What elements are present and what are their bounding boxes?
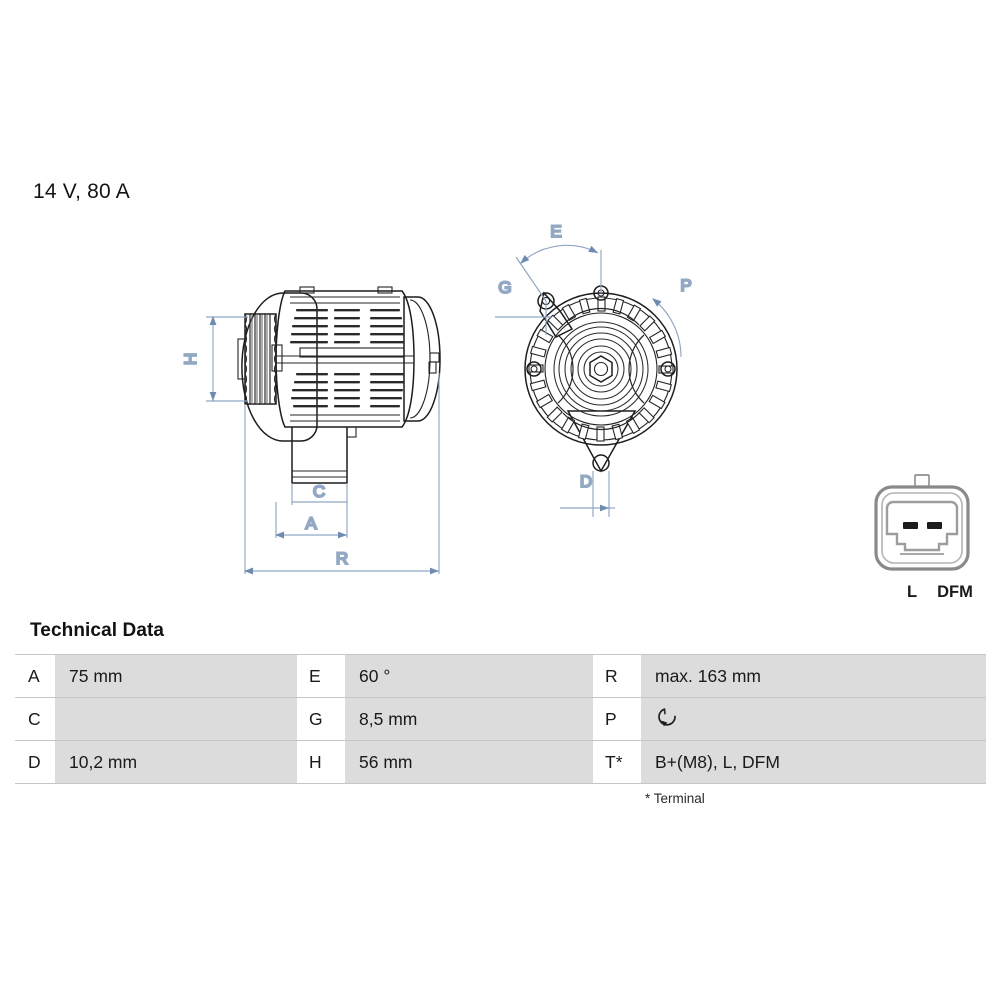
row-value-a: 75 mm (55, 654, 297, 698)
technical-data-table: A 75 mm E 60 ° R max. 163 mm C G 8,5 mm … (15, 654, 986, 784)
alternator-side-view: H C A R (180, 286, 441, 575)
row-key-p: P (593, 697, 641, 741)
svg-text:E: E (550, 222, 561, 241)
terminal-footnote: * Terminal (645, 791, 705, 806)
dimension-G: G (495, 277, 551, 335)
row-key-r: R (593, 654, 641, 698)
dimension-C: C (291, 481, 348, 505)
row-value-d: 10,2 mm (55, 740, 297, 784)
svg-text:H: H (181, 353, 200, 365)
row-key-a: A (15, 654, 55, 698)
svg-text:D: D (580, 472, 592, 491)
alternator-connector-pinout: L DFM (874, 474, 973, 601)
table-row: A 75 mm E 60 ° R max. 163 mm (15, 654, 986, 698)
row-key-t: T* (593, 740, 641, 784)
table-row: C G 8,5 mm P (15, 697, 986, 741)
svg-text:R: R (336, 549, 348, 568)
row-key-e: E (297, 654, 345, 698)
connector-pin-label-dfm: DFM (937, 583, 973, 601)
connector-pin-label-l: L (907, 583, 917, 601)
dimension-E: E (515, 221, 602, 302)
dimension-A: A (274, 502, 348, 539)
row-value-h: 56 mm (345, 740, 593, 784)
row-key-c: C (15, 697, 55, 741)
row-value-c (55, 697, 297, 741)
row-value-g: 8,5 mm (345, 697, 593, 741)
svg-text:A: A (305, 514, 317, 533)
alternator-front-view: E G P D (495, 221, 693, 517)
row-value-p (641, 697, 986, 741)
row-key-g: G (297, 697, 345, 741)
dimension-R: R (243, 373, 440, 575)
table-row: D 10,2 mm H 56 mm T* B+(M8), L, DFM (15, 740, 986, 784)
dimension-D: D (560, 471, 615, 517)
technical-data-heading: Technical Data (30, 620, 165, 641)
dimension-H: H (180, 315, 248, 402)
row-value-r: max. 163 mm (641, 654, 986, 698)
technical-drawings: .ol { fill:none; stroke:#1d1d1d; stroke-… (0, 205, 1000, 615)
counterclockwise-rotation-icon (655, 705, 681, 734)
row-value-t: B+(M8), L, DFM (641, 740, 986, 784)
row-value-e: 60 ° (345, 654, 593, 698)
dimension-P: P (652, 275, 693, 358)
svg-text:G: G (498, 278, 511, 297)
row-key-d: D (15, 740, 55, 784)
svg-text:C: C (313, 482, 325, 501)
row-key-h: H (297, 740, 345, 784)
technical-data-section: Technical Data A 75 mm E 60 ° R max. 163… (0, 620, 1000, 806)
svg-text:P: P (680, 276, 691, 295)
page-title: 14 V, 80 A (33, 180, 130, 203)
